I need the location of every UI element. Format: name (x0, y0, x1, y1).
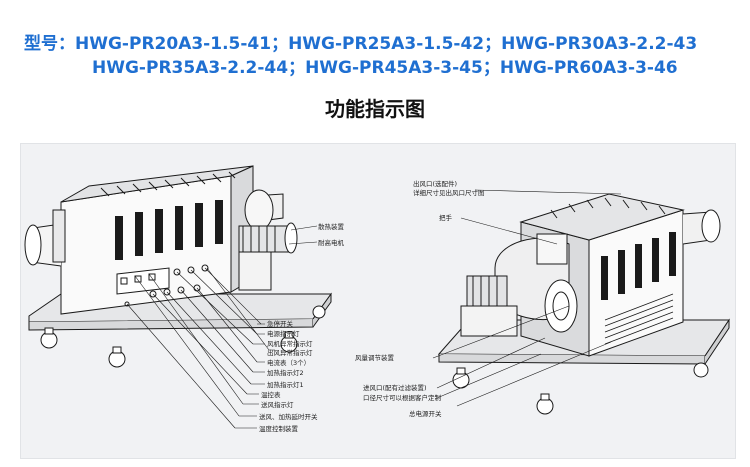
label-motor-fan: 散热装置 (318, 222, 345, 231)
label-power-indicator: 电源指示灯 (267, 329, 300, 338)
heater-front-icon (24, 165, 332, 368)
label-heat-indicator-1: 加热指示灯1 (267, 380, 304, 389)
label-inlet: 进风口(配有过滤装置) (363, 383, 427, 392)
label-handle: 把手 (439, 213, 453, 222)
label-emergency-switch: 急停开关 (267, 319, 294, 328)
label-main-switch: 总电源开关 (409, 409, 442, 418)
label-temp-control: 温度控制装置 (259, 424, 299, 433)
label-fan-run-indicator: 风机异常指示灯 (267, 339, 313, 348)
label-inlet-note: 口径尺寸可以根据客户定制 (363, 393, 442, 402)
label-outlet-spec: 出风口(选配件) (413, 179, 457, 188)
leader-lines-right (432, 189, 622, 407)
heater-diagram: 散热装置 耐高电机 急停开关 电源指示灯 风机异常指示灯 出风异常指示灯 电流表… (24, 165, 730, 433)
label-fan-indicator: 送风指示灯 (261, 400, 294, 409)
leader-lines-left (126, 225, 318, 429)
label-thermostat: 温控表 (261, 390, 281, 399)
label-outlet-indicator: 出风异常指示灯 (267, 348, 313, 357)
label-fan-heat-switch: 送风、加热延时开关 (259, 412, 318, 421)
model-prefix: 型号： (24, 34, 75, 54)
label-air-adjust: 风量调节装置 (355, 353, 395, 362)
model-line-2: HWG-PR35A3-2.2-44；HWG-PR45A3-3-45；HWG-PR… (92, 58, 678, 78)
label-heat-indicator-2: 加热指示灯2 (267, 368, 304, 377)
label-outlet-detail: 详细尺寸见出风口尺寸图 (413, 188, 485, 197)
model-codes-1: HWG-PR20A3-1.5-41；HWG-PR25A3-1.5-42；HWG-… (75, 34, 698, 54)
label-drive-motor: 耐高电机 (318, 238, 345, 247)
diagram-panel: 散热装置 耐高电机 急停开关 电源指示灯 风机异常指示灯 出风异常指示灯 电流表… (20, 143, 736, 459)
heater-rear-icon (437, 193, 730, 415)
model-line-1: 型号：HWG-PR20A3-1.5-41；HWG-PR25A3-1.5-42；H… (24, 32, 697, 56)
label-thermostat-3: 电流表（3个） (267, 358, 310, 367)
page-title: 功能指示图 (325, 97, 425, 121)
